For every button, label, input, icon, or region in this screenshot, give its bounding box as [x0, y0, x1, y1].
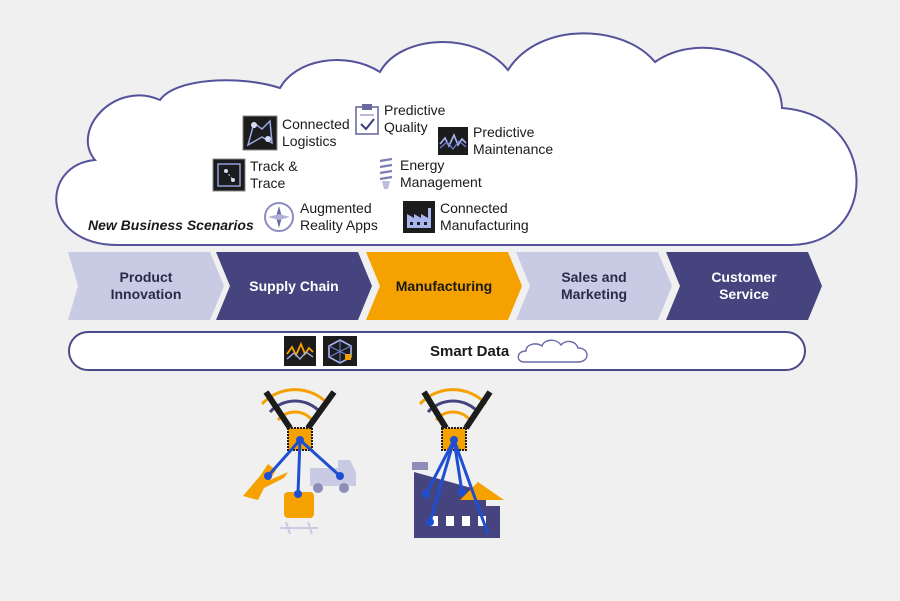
scenario-track-trace: Track & Trace: [212, 158, 298, 192]
scenario-connected-logistics: Connected Logistics: [242, 115, 350, 151]
cloud-icon: [517, 339, 588, 363]
scenario-label: Augmented Reality Apps: [300, 200, 378, 233]
chevron-label: Manufacturing: [395, 277, 493, 294]
chevron-shape: [366, 252, 522, 320]
chevron-shape: [216, 252, 372, 320]
scenario-predictive-maintenance: Predictive Maintenance: [437, 124, 553, 158]
scenario-connected-manufacturing: Connected Manufacturing: [402, 200, 529, 234]
factory-icon: [403, 201, 435, 233]
scenario-label: Energy Management: [400, 157, 482, 190]
smart-data-bar: Smart Data: [68, 331, 806, 371]
chevron-label: Customer Service: [711, 269, 777, 302]
scenario-heading: New Business Scenarios: [88, 217, 254, 233]
scenario-label: Predictive Quality: [384, 102, 446, 135]
chevron-label: Product Innovation: [110, 269, 182, 302]
location-map-icon: [212, 158, 246, 192]
map-pins-icon: [242, 115, 278, 151]
scenario-energy-management: Energy Management: [376, 157, 482, 191]
scenario-augmented-reality: Augmented Reality Apps: [262, 200, 378, 234]
clipboard-check-icon: [355, 104, 379, 135]
chevron-shape: [68, 252, 224, 320]
scenario-label: Connected Logistics: [282, 116, 350, 149]
chevron-product-innovation: Product Innovation: [68, 252, 224, 320]
scenario-predictive-quality: Predictive Quality: [354, 102, 445, 136]
chevron-customer-service: Customer Service: [666, 252, 822, 320]
scenario-label: Predictive Maintenance: [473, 124, 554, 157]
chevron-label: Supply Chain: [249, 277, 339, 294]
scenario-label: Connected Manufacturing: [440, 200, 529, 233]
factory-sensor-icon: [412, 388, 504, 538]
logistics-sensor-icon: [243, 388, 356, 535]
compass-icon: [264, 202, 294, 232]
waveform-icon: [284, 336, 316, 366]
light-bulb-icon: [379, 157, 393, 189]
chevron-sales-marketing: Sales and Marketing: [516, 252, 672, 320]
smart-data-label: Smart Data: [430, 343, 510, 360]
chevron-shape: [516, 252, 672, 320]
chevron-label: Sales and Marketing: [560, 269, 628, 302]
chevron-manufacturing: Manufacturing: [366, 252, 522, 320]
waveform-icon: [438, 127, 468, 155]
chevron-shape: [666, 252, 822, 320]
scenario-label: Track & Trace: [250, 158, 298, 191]
chevron-supply-chain: Supply Chain: [216, 252, 372, 320]
cube-network-icon: [323, 336, 357, 366]
